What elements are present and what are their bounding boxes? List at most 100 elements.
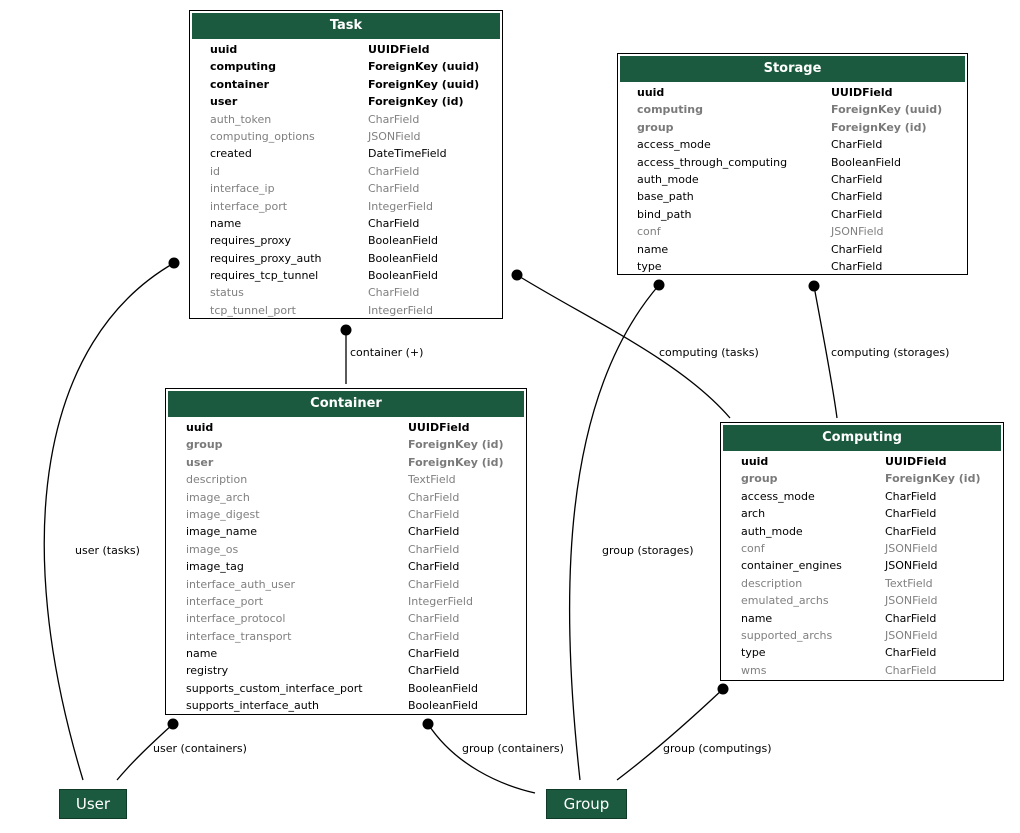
edge-end-dot	[511, 269, 523, 281]
model-title: Task	[192, 13, 500, 39]
edge-end-dot	[340, 324, 352, 336]
field-type: ForeignKey (uuid)	[831, 103, 943, 117]
field-row: registry CharField	[166, 662, 526, 679]
field-name: access_mode	[741, 489, 815, 503]
field-type: CharField	[885, 611, 937, 625]
field-type: ForeignKey (id)	[408, 455, 504, 469]
field-name: requires_proxy	[210, 234, 292, 248]
edge-label-computing-tasks: computing (tasks)	[659, 346, 759, 359]
field-row: interface_protocol CharField	[166, 610, 526, 627]
field-type: CharField	[408, 612, 460, 626]
field-row: group ForeignKey (id)	[166, 436, 526, 453]
field-row: emulated_archs JSONField	[721, 592, 1003, 609]
field-name: status	[210, 286, 244, 300]
edge-label-group-containers: group (containers)	[462, 742, 564, 755]
field-name: container	[210, 77, 270, 91]
field-type: JSONField	[831, 225, 884, 239]
field-name: description	[741, 576, 803, 590]
field-type: CharField	[831, 242, 883, 256]
field-type: CharField	[831, 259, 883, 273]
edge-task-user	[43, 262, 175, 781]
field-type: JSONField	[885, 559, 938, 573]
field-row: type CharField	[618, 258, 967, 275]
field-type: CharField	[408, 629, 460, 643]
model-title: Container	[168, 391, 524, 417]
field-type: CharField	[831, 190, 883, 204]
edge-task-computing	[516, 274, 731, 419]
field-name: image_name	[186, 525, 257, 539]
field-name: registry	[186, 664, 229, 678]
field-type: CharField	[368, 182, 420, 196]
edge-label-user-containers: user (containers)	[153, 742, 247, 755]
field-name: type	[741, 646, 766, 660]
field-type: CharField	[408, 490, 460, 504]
field-name: requires_tcp_tunnel	[210, 269, 319, 283]
field-name: name	[210, 216, 242, 230]
field-type: CharField	[885, 489, 937, 503]
field-type: IntegerField	[408, 594, 473, 608]
field-type: DateTimeField	[368, 147, 447, 161]
field-type: CharField	[408, 664, 460, 678]
field-row: created DateTimeField	[190, 145, 502, 162]
field-name: auth_mode	[741, 524, 803, 538]
field-name: type	[637, 259, 662, 273]
field-type: JSONField	[885, 594, 938, 608]
field-type: CharField	[831, 207, 883, 221]
edge-label-group-storages: group (storages)	[602, 544, 694, 557]
field-name: interface_protocol	[186, 612, 286, 626]
field-name: tcp_tunnel_port	[210, 303, 296, 317]
field-type: CharField	[408, 507, 460, 521]
field-type: CharField	[408, 542, 460, 556]
edge-container-user	[116, 723, 174, 781]
field-name: group	[186, 438, 223, 452]
field-name: wms	[741, 663, 767, 677]
node-group: Group	[546, 789, 627, 819]
field-name: name	[741, 611, 773, 625]
edge-end-dot	[167, 718, 179, 730]
field-name: emulated_archs	[741, 594, 829, 608]
field-type: ForeignKey (id)	[408, 438, 504, 452]
field-name: uuid	[210, 43, 238, 56]
edge-end-dot	[653, 279, 665, 291]
field-name: group	[741, 472, 778, 486]
field-row: access_mode CharField	[721, 488, 1003, 505]
field-name: conf	[741, 541, 765, 555]
field-name: name	[186, 647, 218, 661]
field-name: uuid	[741, 455, 769, 468]
edge-computing-group	[616, 688, 724, 781]
field-type: ForeignKey (uuid)	[368, 77, 480, 91]
field-type: ForeignKey (uuid)	[368, 60, 480, 74]
field-name: created	[210, 147, 252, 161]
field-type: CharField	[368, 164, 420, 178]
field-name: image_arch	[186, 490, 250, 504]
field-name: interface_ip	[210, 182, 275, 196]
